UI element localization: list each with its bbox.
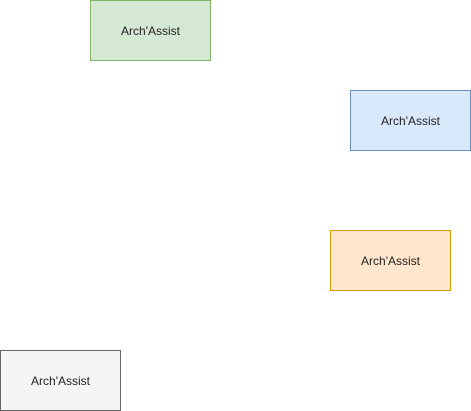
node-label: Arch'Assist: [121, 23, 180, 38]
archassist-node-green[interactable]: Arch'Assist: [90, 0, 211, 61]
node-label: Arch'Assist: [381, 113, 440, 128]
archassist-node-blue[interactable]: Arch'Assist: [350, 90, 471, 151]
node-label: Arch'Assist: [31, 373, 90, 388]
archassist-node-orange[interactable]: Arch'Assist: [330, 230, 451, 291]
archassist-node-gray[interactable]: Arch'Assist: [0, 350, 121, 411]
node-label: Arch'Assist: [361, 253, 420, 268]
